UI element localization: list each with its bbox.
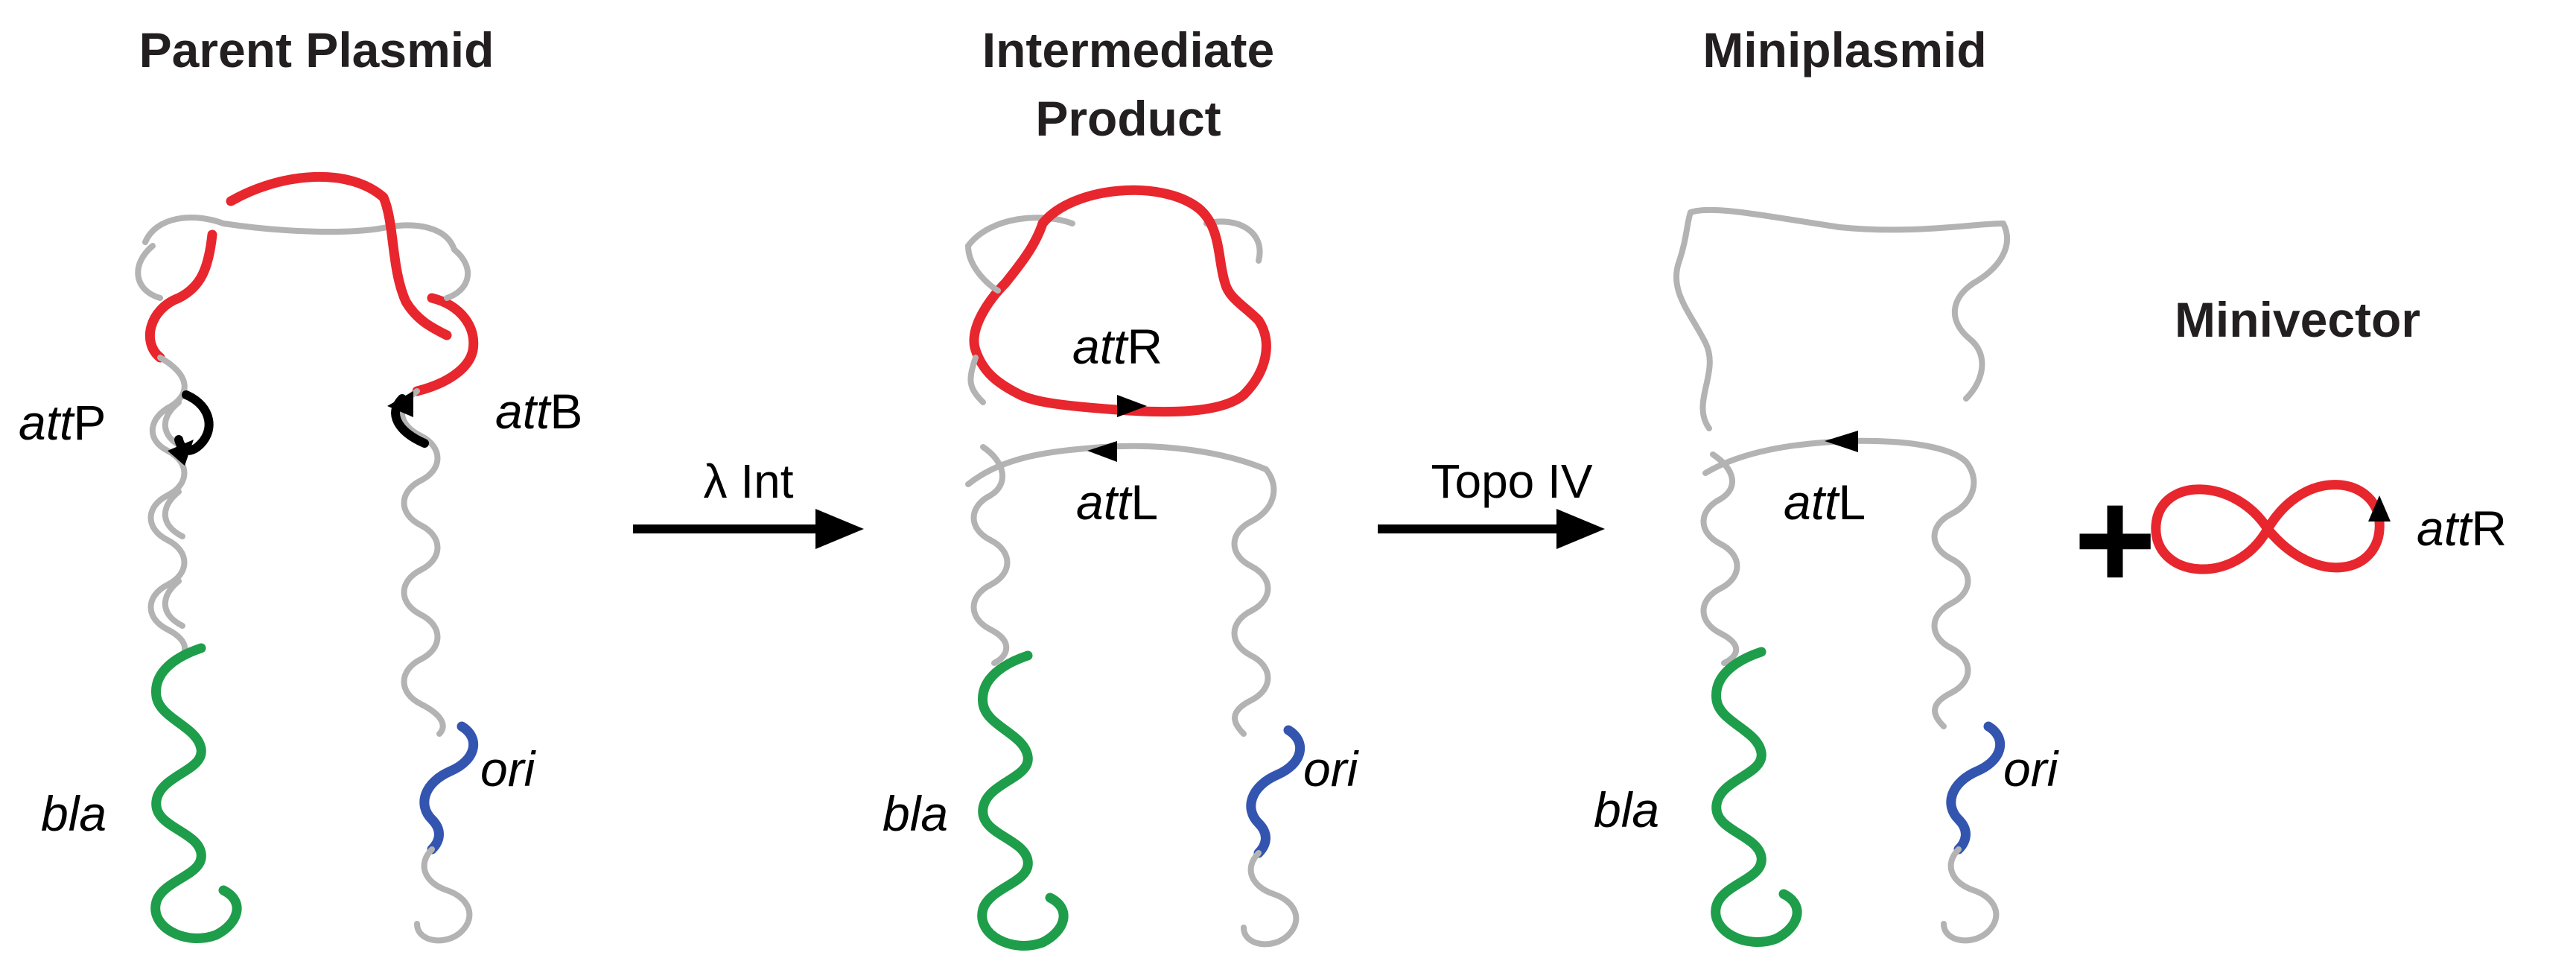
parent-ori-segment (419, 721, 479, 855)
parent-right-helix-lower (414, 846, 473, 944)
intermediate-left-gray-top (965, 243, 1001, 405)
intermediate-ori-label: ori (1303, 741, 1360, 796)
step2-arrowhead (1556, 509, 1605, 549)
miniplasmid-ori-segment (1946, 721, 2006, 855)
attR-label-intermediate: attR (1072, 319, 1163, 374)
parent-bla-segment (150, 643, 242, 943)
miniplasmid-attL-arrowhead (1825, 431, 1858, 452)
parent-right-helix (399, 247, 471, 737)
intermediate-right-helix (1231, 466, 1277, 737)
minivector-figure-eight (2151, 480, 2385, 574)
attL-arrowhead (1087, 441, 1117, 462)
attL-label-intermediate: attL (1076, 475, 1158, 530)
intermediate-ori-segment (1246, 725, 1306, 858)
minivector-drawing (2151, 480, 2391, 574)
attP-arrowhead (168, 440, 194, 466)
intermediate-drawing (965, 185, 1306, 951)
parent-top-red-arc (226, 172, 452, 340)
parent-left-red (144, 229, 217, 363)
plus-sign: + (2074, 461, 2157, 619)
miniplasmid-ori-label: ori (2003, 741, 2060, 796)
miniplasmid-right-helix-lower (1941, 846, 2000, 944)
attB-arrowhead (387, 391, 413, 417)
step2-label: Topo IV (1431, 454, 1592, 508)
intermediate-title-line1: Intermediate (982, 22, 1274, 77)
intermediate-top-gray (965, 215, 1263, 264)
intermediate-red-loop (969, 185, 1271, 417)
miniplasmid-drawing (1673, 206, 2010, 947)
miniplasmid-right-helix (1931, 459, 1977, 729)
intermediate-right-helix-lower (1241, 850, 1300, 948)
attB-label: attB (495, 384, 582, 439)
intermediate-bla-label: bla (882, 786, 948, 841)
attL-label-miniplasmid: attL (1784, 475, 1866, 530)
miniplasmid-attL-strand (1702, 437, 1969, 476)
intermediate-bla-segment (977, 650, 1069, 951)
attR-label-minivector: attR (2417, 501, 2507, 556)
attR-arrowhead (1117, 395, 1147, 417)
step1-arrowhead (815, 509, 864, 549)
minivector-attR-arrowhead (2368, 495, 2391, 522)
parent-top-gray-strand (142, 215, 457, 253)
parent-bla-label: bla (41, 786, 106, 841)
parent-right-red (412, 293, 479, 396)
intermediate-left-helix (970, 444, 1011, 666)
miniplasmid-left-helix (1700, 451, 1740, 666)
minivector-title: Minivector (2175, 292, 2420, 347)
parent-plasmid-title: Parent Plasmid (139, 22, 494, 77)
miniplasmid-title: Miniplasmid (1702, 22, 1986, 77)
attP-label: attP (19, 395, 106, 450)
miniplasmid-bla-segment (1711, 647, 1802, 947)
step1-label: λ Int (704, 454, 794, 508)
parent-ori-label: ori (480, 741, 537, 796)
miniplasmid-top-loop (1673, 206, 2010, 431)
attP-arrow (174, 390, 214, 455)
parent-plasmid-drawing (135, 172, 479, 944)
intermediate-title-line2: Product (1035, 91, 1221, 146)
miniplasmid-bla-label: bla (1594, 782, 1659, 837)
